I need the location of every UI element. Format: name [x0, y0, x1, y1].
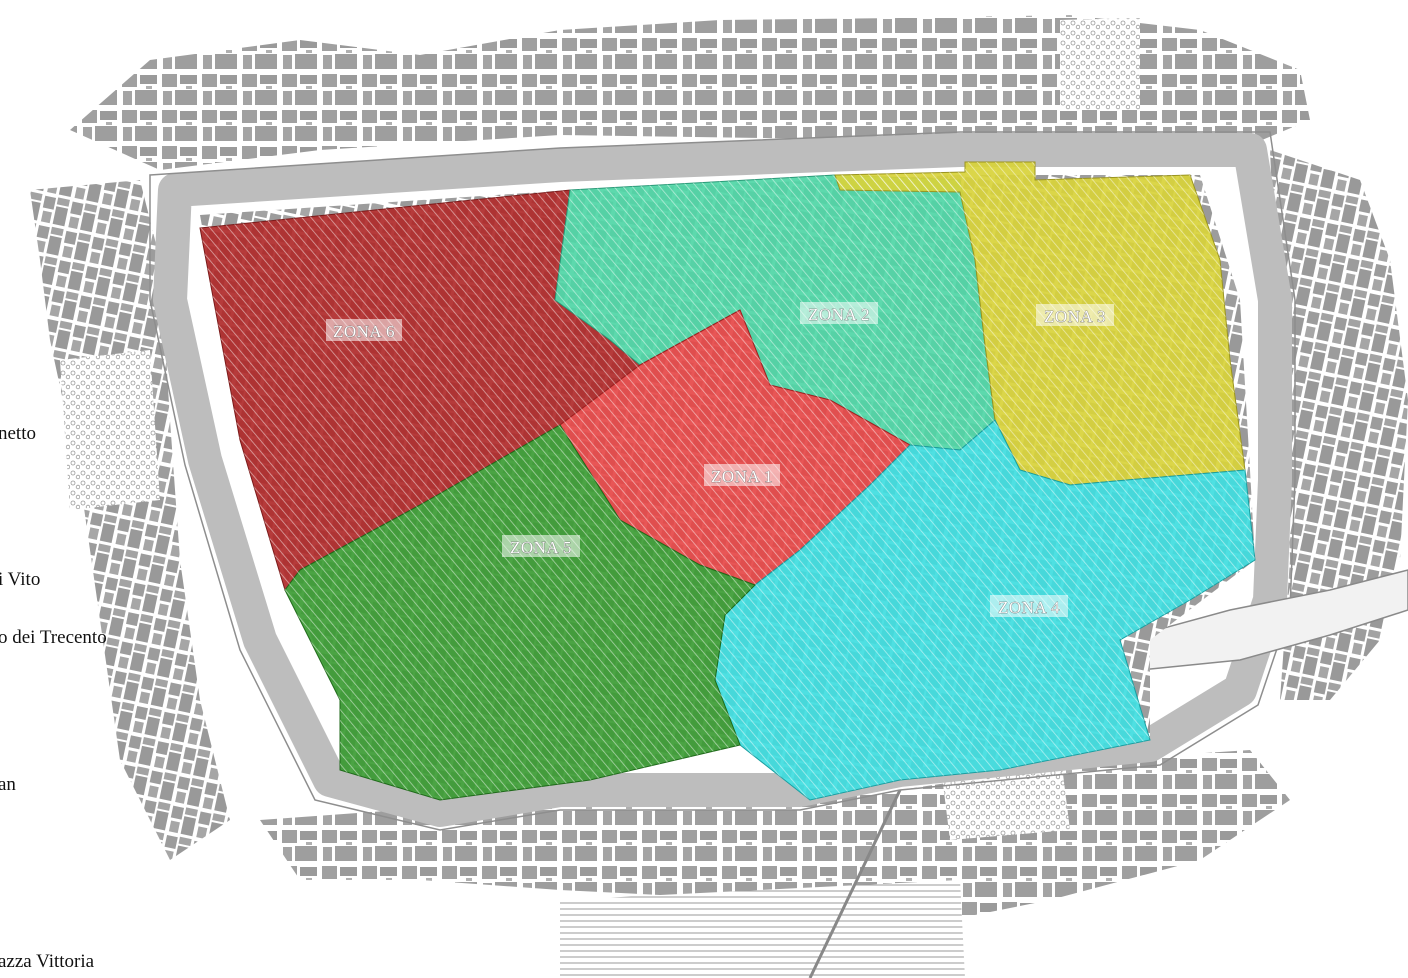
side-label-vito: i Vito [0, 569, 41, 590]
zona-1-hatch [560, 310, 910, 585]
river [1118, 569, 1408, 671]
east-district [1270, 150, 1408, 700]
zona-2-label: ZONA 2 [808, 305, 870, 324]
surrounding-buildings [30, 15, 1408, 978]
zona-1-label-bg [704, 464, 780, 486]
park-west [60, 350, 160, 510]
zones [199, 161, 1256, 801]
side-label-vittoria: azza Vittoria [0, 951, 95, 972]
zona-5-label-bg [502, 535, 580, 557]
ring-road-edge [149, 131, 1296, 831]
zona-3-label-bg [1036, 304, 1114, 326]
zona-5-label: ZONA 5 [510, 538, 572, 557]
zona-2-label-bg [800, 302, 878, 324]
side-label-trecento: o dei Trecento [0, 627, 107, 648]
zona-2-hatch [555, 175, 995, 450]
side-label-an: an [0, 774, 16, 795]
side-label-netto: netto [0, 423, 36, 444]
west-district [30, 180, 230, 860]
zona-4-label-bg [990, 595, 1068, 617]
zona-4-label: ZONA 4 [998, 598, 1060, 617]
zone-labels: ZONA 6 ZONA 2 ZONA 3 ZONA 1 ZONA 5 ZONA … [326, 302, 1114, 617]
zona-1-label: ZONA 1 [711, 467, 773, 486]
park-north [1060, 18, 1140, 110]
zona-3-label: ZONA 3 [1044, 307, 1106, 326]
zona-5-hatch [285, 425, 755, 800]
zona-6-label: ZONA 6 [333, 322, 395, 341]
zona-6-label-bg [326, 319, 402, 341]
zona-4-hatch [715, 420, 1255, 800]
railway-bridge [808, 789, 902, 978]
zona-6-hatch [200, 190, 640, 590]
railway [560, 880, 965, 978]
